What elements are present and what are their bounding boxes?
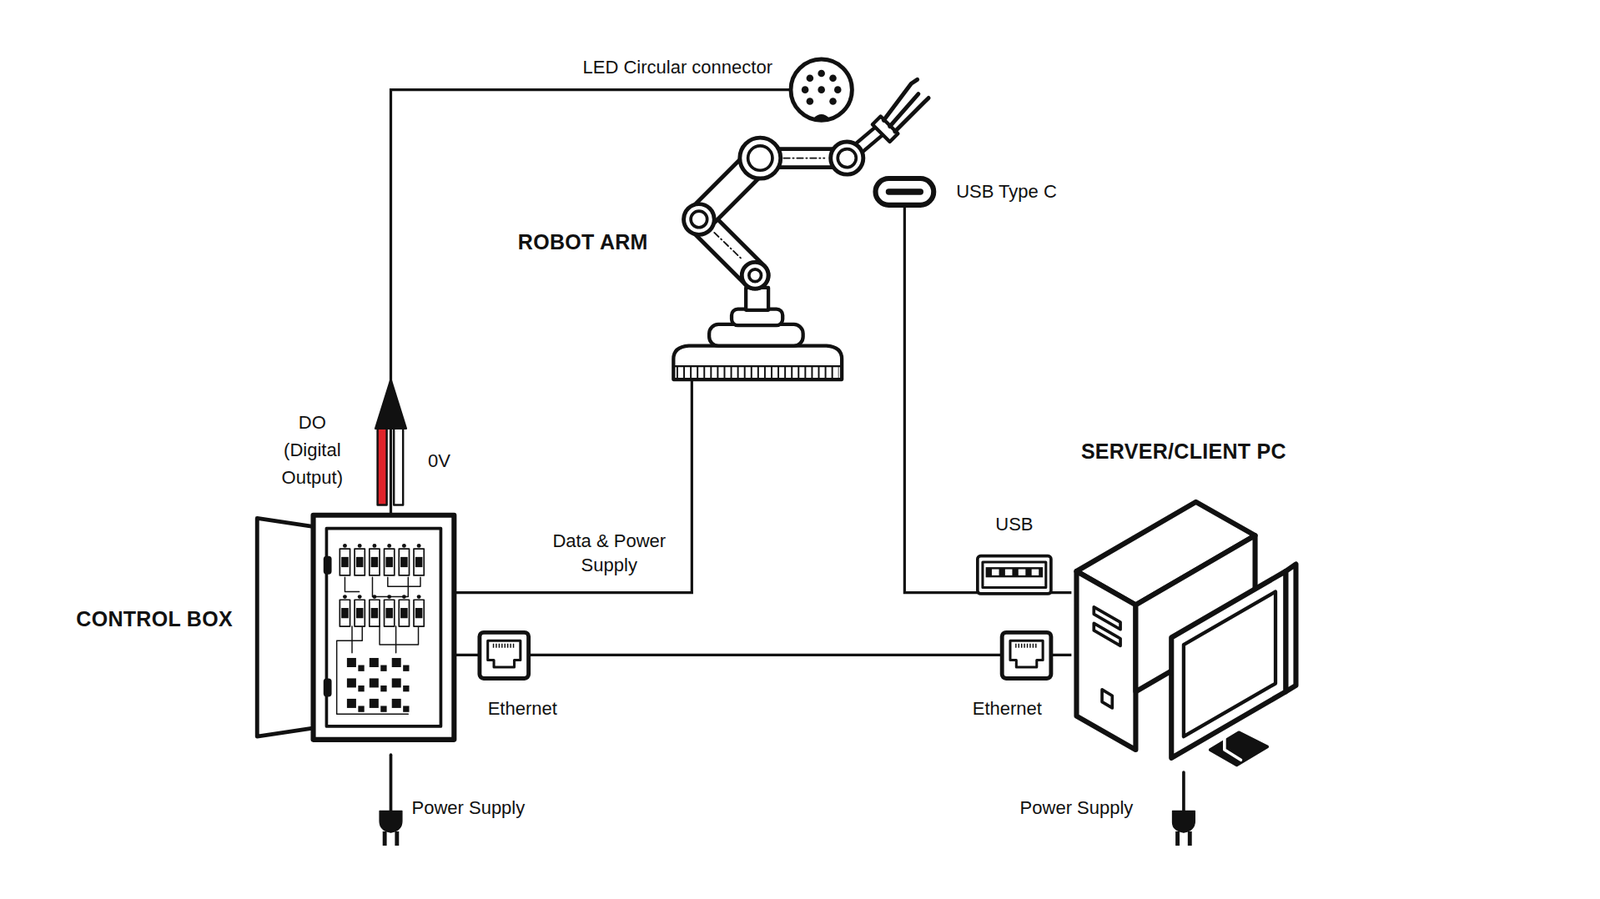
cable-line: [455, 379, 693, 594]
signal-name: 0V: [425, 449, 453, 474]
cable-line: [904, 206, 1072, 594]
power-plug-icon: [1172, 772, 1195, 846]
node-heading: USB Type C: [955, 180, 1057, 205]
port-name: USB: [992, 512, 1036, 537]
signal-name: DO (Digital Output): [271, 408, 353, 492]
control-box: CONTROL BOX: [255, 515, 456, 740]
server-client-pc: SERVER/CLIENT PC: [1071, 499, 1299, 755]
cable-end-symbol: [375, 379, 407, 505]
node-heading: CONTROL BOX: [75, 605, 233, 634]
cable-line: [390, 90, 790, 516]
usb-c-connector: USB Type C: [874, 177, 935, 207]
edge-label: Data & Power Supply: [533, 530, 685, 579]
cable-line: [455, 654, 1072, 657]
node-heading: LED Circular connector: [583, 55, 773, 80]
control-box-illustration: [256, 515, 454, 740]
usb-c-plug-icon: [875, 178, 935, 206]
circular-connector-icon: [790, 59, 852, 121]
usb-port-icon: [977, 556, 1052, 594]
port-name: Ethernet: [970, 697, 1045, 722]
port-name: Ethernet: [485, 697, 560, 722]
ethernet-port-icon: [479, 632, 529, 679]
pc-illustration: [1076, 502, 1296, 766]
power-label: Power Supply: [1017, 795, 1137, 821]
power-label: Power Supply: [409, 795, 529, 821]
node-heading: SERVER/CLIENT PC: [1081, 437, 1287, 465]
robot-arm-illustration: [673, 79, 929, 380]
circular-connector: LED Circular connector: [790, 59, 852, 121]
robot-arm: ROBOT ARM: [670, 76, 931, 380]
node-heading: ROBOT ARM: [518, 228, 649, 257]
ethernet-port-icon: [1001, 632, 1052, 679]
power-plug-icon: [379, 754, 403, 846]
